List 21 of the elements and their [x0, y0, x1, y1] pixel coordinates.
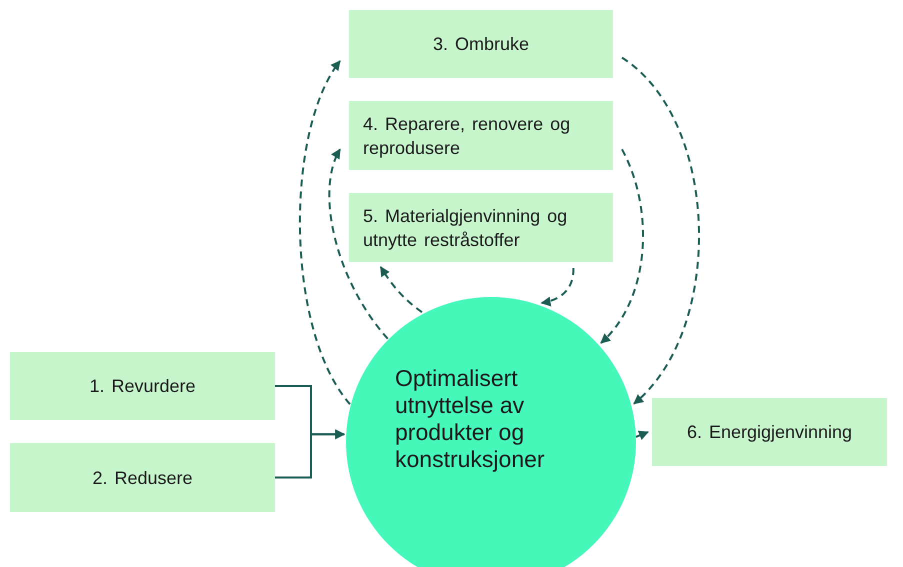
box-label: 4. Reparere, renovere og reprodusere — [363, 112, 572, 160]
box-label: 6. Energigjenvinning — [686, 421, 852, 444]
process-box — [349, 10, 613, 78]
dashed-arrow — [540, 268, 574, 306]
hub-label: Optimalisert utnyttelse av produkter og konstruksjoner — [395, 365, 546, 473]
process-box — [10, 443, 275, 512]
dashed-arrow — [621, 56, 700, 404]
box-label: 1. Revurdere — [89, 375, 196, 398]
process-box — [652, 398, 887, 466]
arrow — [275, 429, 346, 478]
box-label: 3. Ombruke — [432, 33, 530, 56]
process-box — [349, 193, 613, 262]
arrow — [636, 430, 649, 440]
dashed-arrow — [600, 148, 644, 344]
process-box — [349, 101, 613, 170]
dashed-arrow — [328, 148, 389, 340]
box-label: 2. Redusere — [92, 466, 193, 490]
process-box — [10, 352, 275, 420]
box-label: 5. Materialgjenvinning og utnytte restråstoffer — [363, 204, 568, 252]
dashed-arrow — [299, 60, 351, 405]
dashed-arrow — [380, 266, 423, 314]
